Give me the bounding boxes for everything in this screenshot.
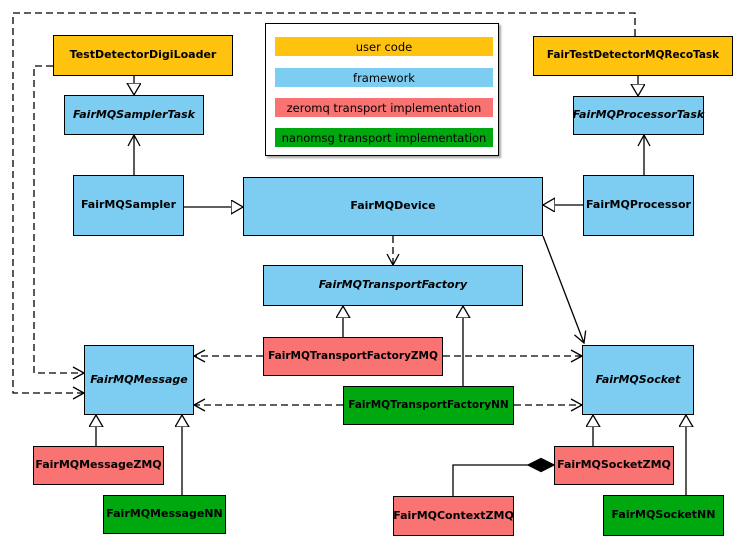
node-testdetectordigiloader: TestDetectorDigiLoader [53,35,233,76]
composition-diamond-icon [526,457,556,473]
node-fairmqprocessor: FairMQProcessor [583,175,694,236]
node-fairmqmessage: FairMQMessage [84,345,194,415]
node-fairmqmessagezmq: FairMQMessageZMQ [33,446,164,485]
legend-item-nanomsg: nanomsg transport implementation [275,128,493,147]
edge-dependency-ftdmqrt-message [12,12,636,400]
legend-item-zeromq: zeromq transport implementation [275,98,493,117]
node-fairmqmessagenn: FairMQMessageNN [103,495,226,534]
node-fairmqcontextzmq: FairMQContextZMQ [393,496,514,536]
node-fairmqtransportfactory: FairMQTransportFactory [263,265,523,306]
node-fairmqtransportfactoryzmq: FairMQTransportFactoryZMQ [263,337,443,376]
node-fairmqsocket: FairMQSocket [582,345,694,415]
legend-item-framework: framework [275,68,493,87]
node-fairmqprocessortask: FairMQProcessorTask [573,96,704,135]
node-fairmqdevice: FairMQDevice [243,177,543,236]
legend-box: user code framework zeromq transport imp… [265,23,499,156]
node-fairtestdetectormqrecotask: FairTestDetectorMQRecoTask [533,36,733,76]
legend-item-user-code: user code [275,37,493,56]
edge-composition-sockzmq-ctxzmq [452,464,528,496]
node-fairmqsampler: FairMQSampler [73,175,184,236]
node-fairmqsocketzmq: FairMQSocketZMQ [554,446,674,485]
edge-association-device-socket [542,235,587,345]
node-fairmqtransportfactorynn: FairMQTransportFactoryNN [343,386,514,425]
node-fairmqsocketnn: FairMQSocketNN [603,495,724,536]
node-fairmqsamplertask: FairMQSamplerTask [64,95,204,135]
